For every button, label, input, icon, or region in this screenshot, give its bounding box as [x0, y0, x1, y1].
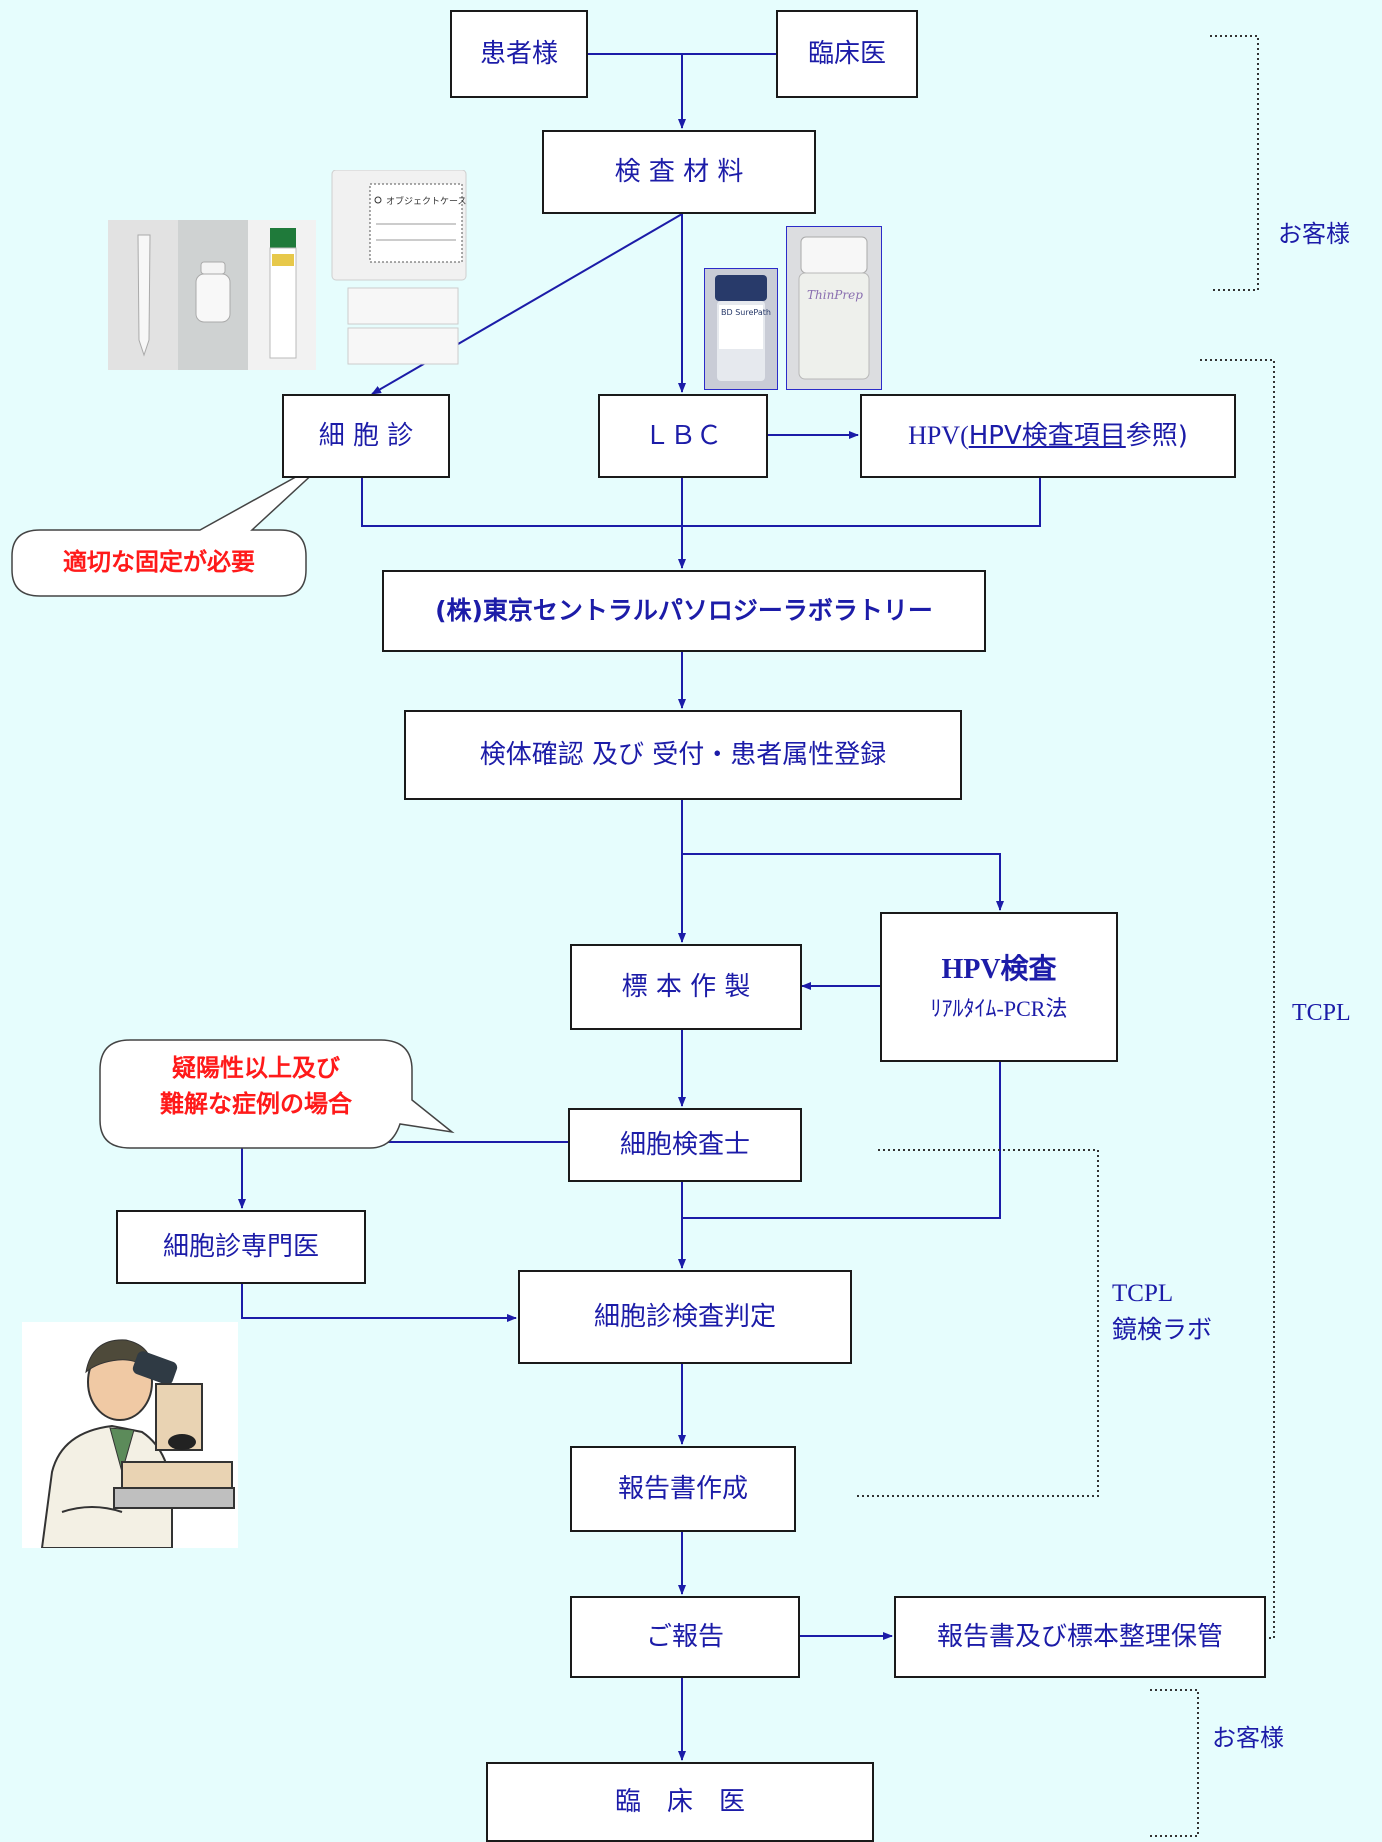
node-patient-label: 患者様	[479, 38, 558, 69]
tubes-photo	[108, 220, 316, 370]
callout-suspicious-bubble	[99, 1039, 455, 1149]
callout-fixation: 適切な固定が必要	[12, 544, 306, 580]
callout-fixation-text: 適切な固定が必要	[63, 548, 255, 576]
arrow-to-cytopathologist	[238, 1141, 568, 1209]
node-hpv: HPV(HPV検査項目参照)	[860, 394, 1236, 478]
node-cytopathologist-label: 細胞診専門医	[162, 1231, 319, 1262]
node-judgement: 細胞診検査判定	[518, 1270, 852, 1364]
node-lbc: ＬＢＣ	[598, 394, 768, 478]
node-hpv-test-method: ﾘｱﾙﾀｲﾑ-PCR法	[930, 995, 1068, 1021]
node-clinician-bottom-label: 臨 床 医	[614, 1786, 745, 1817]
label-microscopy-lab-name: 鏡検ラボ	[1112, 1315, 1213, 1345]
node-report-creation: 報告書作成	[570, 1446, 796, 1532]
bracket-customer-top	[1210, 35, 1259, 291]
thinprep-label: ThinPrep	[807, 288, 863, 302]
label-customer-bottom: お客様	[1212, 1724, 1284, 1752]
node-cytotechnologist-label: 細胞検査士	[619, 1129, 750, 1160]
node-hpv-suffix: 参照)	[1125, 420, 1188, 451]
arrow-pathologist-to-judgement	[241, 1284, 517, 1322]
node-clinician-top: 臨床医	[776, 10, 918, 98]
node-report-label: ご報告	[645, 1621, 724, 1652]
arrow-to-hpv-test	[682, 853, 1004, 911]
node-lab-label: (株)東京セントラルパソロジーラボラトリー	[435, 596, 933, 626]
node-hpv-test-title: HPV検査	[941, 953, 1057, 985]
label-microscopy-lab: TCPL 鏡検ラボ	[1112, 1276, 1212, 1349]
node-cytology-label: 細 胞 診	[318, 420, 414, 451]
node-lab: (株)東京セントラルパソロジーラボラトリー	[382, 570, 986, 652]
node-clinician-bottom: 臨 床 医	[486, 1762, 874, 1842]
node-specimen: 検 査 材 料	[542, 130, 816, 214]
node-hpv-test: HPV検査 ﾘｱﾙﾀｲﾑ-PCR法	[880, 912, 1118, 1062]
hpv-test-items-link[interactable]: HPV検査項目	[968, 420, 1126, 451]
surepath-label: BD SurePath	[721, 308, 771, 317]
node-storage: 報告書及び標本整理保管	[894, 1596, 1266, 1678]
object-case-label: オブジェクトケース	[386, 195, 467, 207]
scientist-microscope-illustration	[22, 1322, 238, 1549]
node-slide-prep-label: 標 本 作 製	[621, 971, 751, 1002]
callout-suspicious: 疑陽性以上及び 難解な症例の場合	[100, 1050, 412, 1122]
node-report-creation-label: 報告書作成	[617, 1473, 748, 1504]
node-reception-label: 検体確認 及び 受付・患者属性登録	[479, 739, 887, 770]
node-patient: 患者様	[450, 10, 588, 98]
connector-hpv-result	[682, 1062, 1001, 1219]
node-cytotechnologist: 細胞検査士	[568, 1108, 802, 1182]
label-customer-top: お客様	[1278, 220, 1350, 248]
node-lbc-label: ＬＢＣ	[643, 420, 722, 450]
node-storage-label: 報告書及び標本整理保管	[936, 1621, 1223, 1652]
surepath-vial-photo: BD SurePath	[704, 268, 778, 390]
node-clinician-top-label: 臨床医	[807, 38, 886, 69]
label-tcpl: TCPL	[1292, 1000, 1351, 1026]
callout-fixation-bubble	[11, 457, 331, 597]
bracket-tcpl	[1200, 359, 1275, 1639]
thinprep-vial-photo: ThinPrep	[786, 226, 882, 390]
label-microscopy-lab-tcpl: TCPL	[1112, 1280, 1174, 1307]
bracket-microscopy-lab	[856, 1149, 1099, 1497]
node-cytology: 細 胞 診	[282, 394, 450, 478]
node-slide-prep: 標 本 作 製	[570, 944, 802, 1030]
bracket-customer-bottom	[1150, 1689, 1199, 1837]
node-reception: 検体確認 及び 受付・患者属性登録	[404, 710, 962, 800]
node-specimen-label: 検 査 材 料	[614, 156, 744, 187]
node-report: ご報告	[570, 1596, 800, 1678]
connector-merge	[361, 478, 1041, 527]
node-cytopathologist: 細胞診専門医	[116, 1210, 366, 1284]
callout-suspicious-line2: 難解な症例の場合	[160, 1090, 352, 1118]
node-hpv-prefix: HPV(	[908, 420, 969, 450]
node-judgement-label: 細胞診検査判定	[593, 1301, 776, 1332]
callout-suspicious-line1: 疑陽性以上及び	[172, 1054, 340, 1082]
object-case-photo: オブジェクトケース	[330, 169, 468, 366]
